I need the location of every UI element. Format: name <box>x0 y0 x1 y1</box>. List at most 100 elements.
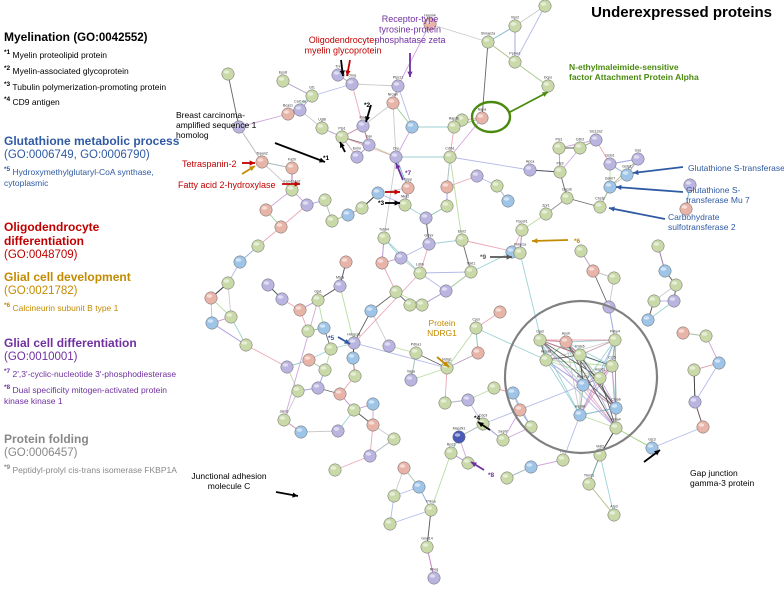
node-gstp1[interactable] <box>620 168 634 182</box>
network-node[interactable] <box>461 393 475 407</box>
node-ermn[interactable] <box>350 150 364 164</box>
network-node[interactable] <box>394 251 408 265</box>
network-node[interactable] <box>300 198 314 212</box>
node-hspd1[interactable] <box>593 371 607 385</box>
node-grhpr[interactable] <box>422 237 436 251</box>
node-tspan2[interactable] <box>255 155 269 169</box>
network-node[interactable] <box>387 489 401 503</box>
node-pdha1[interactable] <box>409 346 423 360</box>
node-cdlb1[interactable] <box>443 150 457 164</box>
node-gnai14[interactable] <box>420 540 434 554</box>
node-cdh2[interactable] <box>573 141 587 155</box>
node-rps2[interactable] <box>444 446 458 460</box>
network-node[interactable] <box>317 321 331 335</box>
network-node[interactable] <box>493 305 507 319</box>
network-node[interactable] <box>712 356 726 370</box>
node-fa2h[interactable] <box>285 161 299 175</box>
network-node[interactable] <box>419 211 433 225</box>
network-node[interactable] <box>347 403 361 417</box>
node-eml2[interactable] <box>455 233 469 247</box>
network-node[interactable] <box>382 339 396 353</box>
network-node[interactable] <box>224 310 238 324</box>
network-node[interactable] <box>470 169 484 183</box>
node-omg[interactable] <box>345 77 359 91</box>
network-node[interactable] <box>311 381 325 395</box>
node-prkca[interactable] <box>424 503 438 517</box>
node-slc12a2[interactable] <box>589 133 603 147</box>
node-bcas1[interactable] <box>281 107 295 121</box>
network-node[interactable] <box>490 179 504 193</box>
network-node[interactable] <box>324 342 338 356</box>
network-node[interactable] <box>355 201 369 215</box>
network-node[interactable] <box>383 517 397 531</box>
node-nkx2[interactable] <box>398 198 412 212</box>
node-map2k1[interactable] <box>452 430 466 444</box>
node-tekt1[interactable] <box>464 265 478 279</box>
node-ptprz1[interactable] <box>391 79 405 93</box>
network-node[interactable] <box>375 256 389 270</box>
network-node[interactable] <box>328 463 342 477</box>
network-node[interactable] <box>688 395 702 409</box>
network-node[interactable] <box>221 67 235 81</box>
network-node[interactable] <box>651 239 665 253</box>
network-node[interactable] <box>346 351 360 365</box>
network-node[interactable] <box>259 203 273 217</box>
network-node[interactable] <box>363 449 377 463</box>
network-node[interactable] <box>280 360 294 374</box>
network-node[interactable] <box>275 292 289 306</box>
node-gss[interactable] <box>631 152 645 166</box>
node-mag[interactable] <box>356 119 370 133</box>
network-node[interactable] <box>667 294 681 308</box>
network-node[interactable] <box>405 120 419 134</box>
node-hspa8[interactable] <box>539 353 553 367</box>
network-node[interactable] <box>302 353 316 367</box>
network-node[interactable] <box>339 255 353 269</box>
node-ugt8[interactable] <box>315 121 329 135</box>
node-mtpa[interactable] <box>333 279 347 293</box>
node-cnp[interactable] <box>389 150 403 164</box>
network-node[interactable] <box>293 303 307 317</box>
network-node[interactable] <box>438 396 452 410</box>
network-node[interactable] <box>204 291 218 305</box>
network-node[interactable] <box>607 271 621 285</box>
network-node[interactable] <box>333 387 347 401</box>
network-node[interactable] <box>574 244 588 258</box>
network-node[interactable] <box>274 220 288 234</box>
network-node[interactable] <box>366 418 380 432</box>
network-node[interactable] <box>403 298 417 312</box>
node-tppp[interactable] <box>401 181 415 195</box>
node-atp3[interactable] <box>607 508 621 522</box>
node-gja3[interactable] <box>533 333 547 347</box>
node-pex6[interactable] <box>538 0 552 13</box>
node-jam3[interactable] <box>277 413 291 427</box>
node-pls1[interactable] <box>552 141 566 155</box>
node-napa[interactable] <box>475 111 489 125</box>
network-node[interactable] <box>412 480 426 494</box>
network-node[interactable] <box>415 298 429 312</box>
network-node[interactable] <box>658 264 672 278</box>
network-node[interactable] <box>366 397 380 411</box>
network-node[interactable] <box>318 363 332 377</box>
network-node[interactable] <box>331 424 345 438</box>
network-node[interactable] <box>205 316 219 330</box>
node-ppp3r1[interactable] <box>515 223 529 237</box>
network-node[interactable] <box>699 329 713 343</box>
node-vapa[interactable] <box>404 373 418 387</box>
network-node[interactable] <box>221 276 235 290</box>
node-tbnd1[interactable] <box>582 477 596 491</box>
network-node[interactable] <box>318 193 332 207</box>
node-gsto1[interactable] <box>603 157 617 171</box>
network-node[interactable] <box>239 338 253 352</box>
node-hpca[interactable] <box>523 163 537 177</box>
node-dcps[interactable] <box>541 79 555 93</box>
network-node[interactable] <box>524 460 538 474</box>
node-pllo[interactable] <box>556 453 570 467</box>
node-hsp90[interactable] <box>573 408 587 422</box>
node-vipr2[interactable] <box>508 19 522 33</box>
node-pls3[interactable] <box>553 165 567 179</box>
network-node[interactable] <box>501 194 515 208</box>
network-node[interactable] <box>440 199 454 213</box>
node-fkbp1a[interactable] <box>513 246 527 260</box>
network-node[interactable] <box>439 284 453 298</box>
network-node[interactable] <box>294 425 308 439</box>
